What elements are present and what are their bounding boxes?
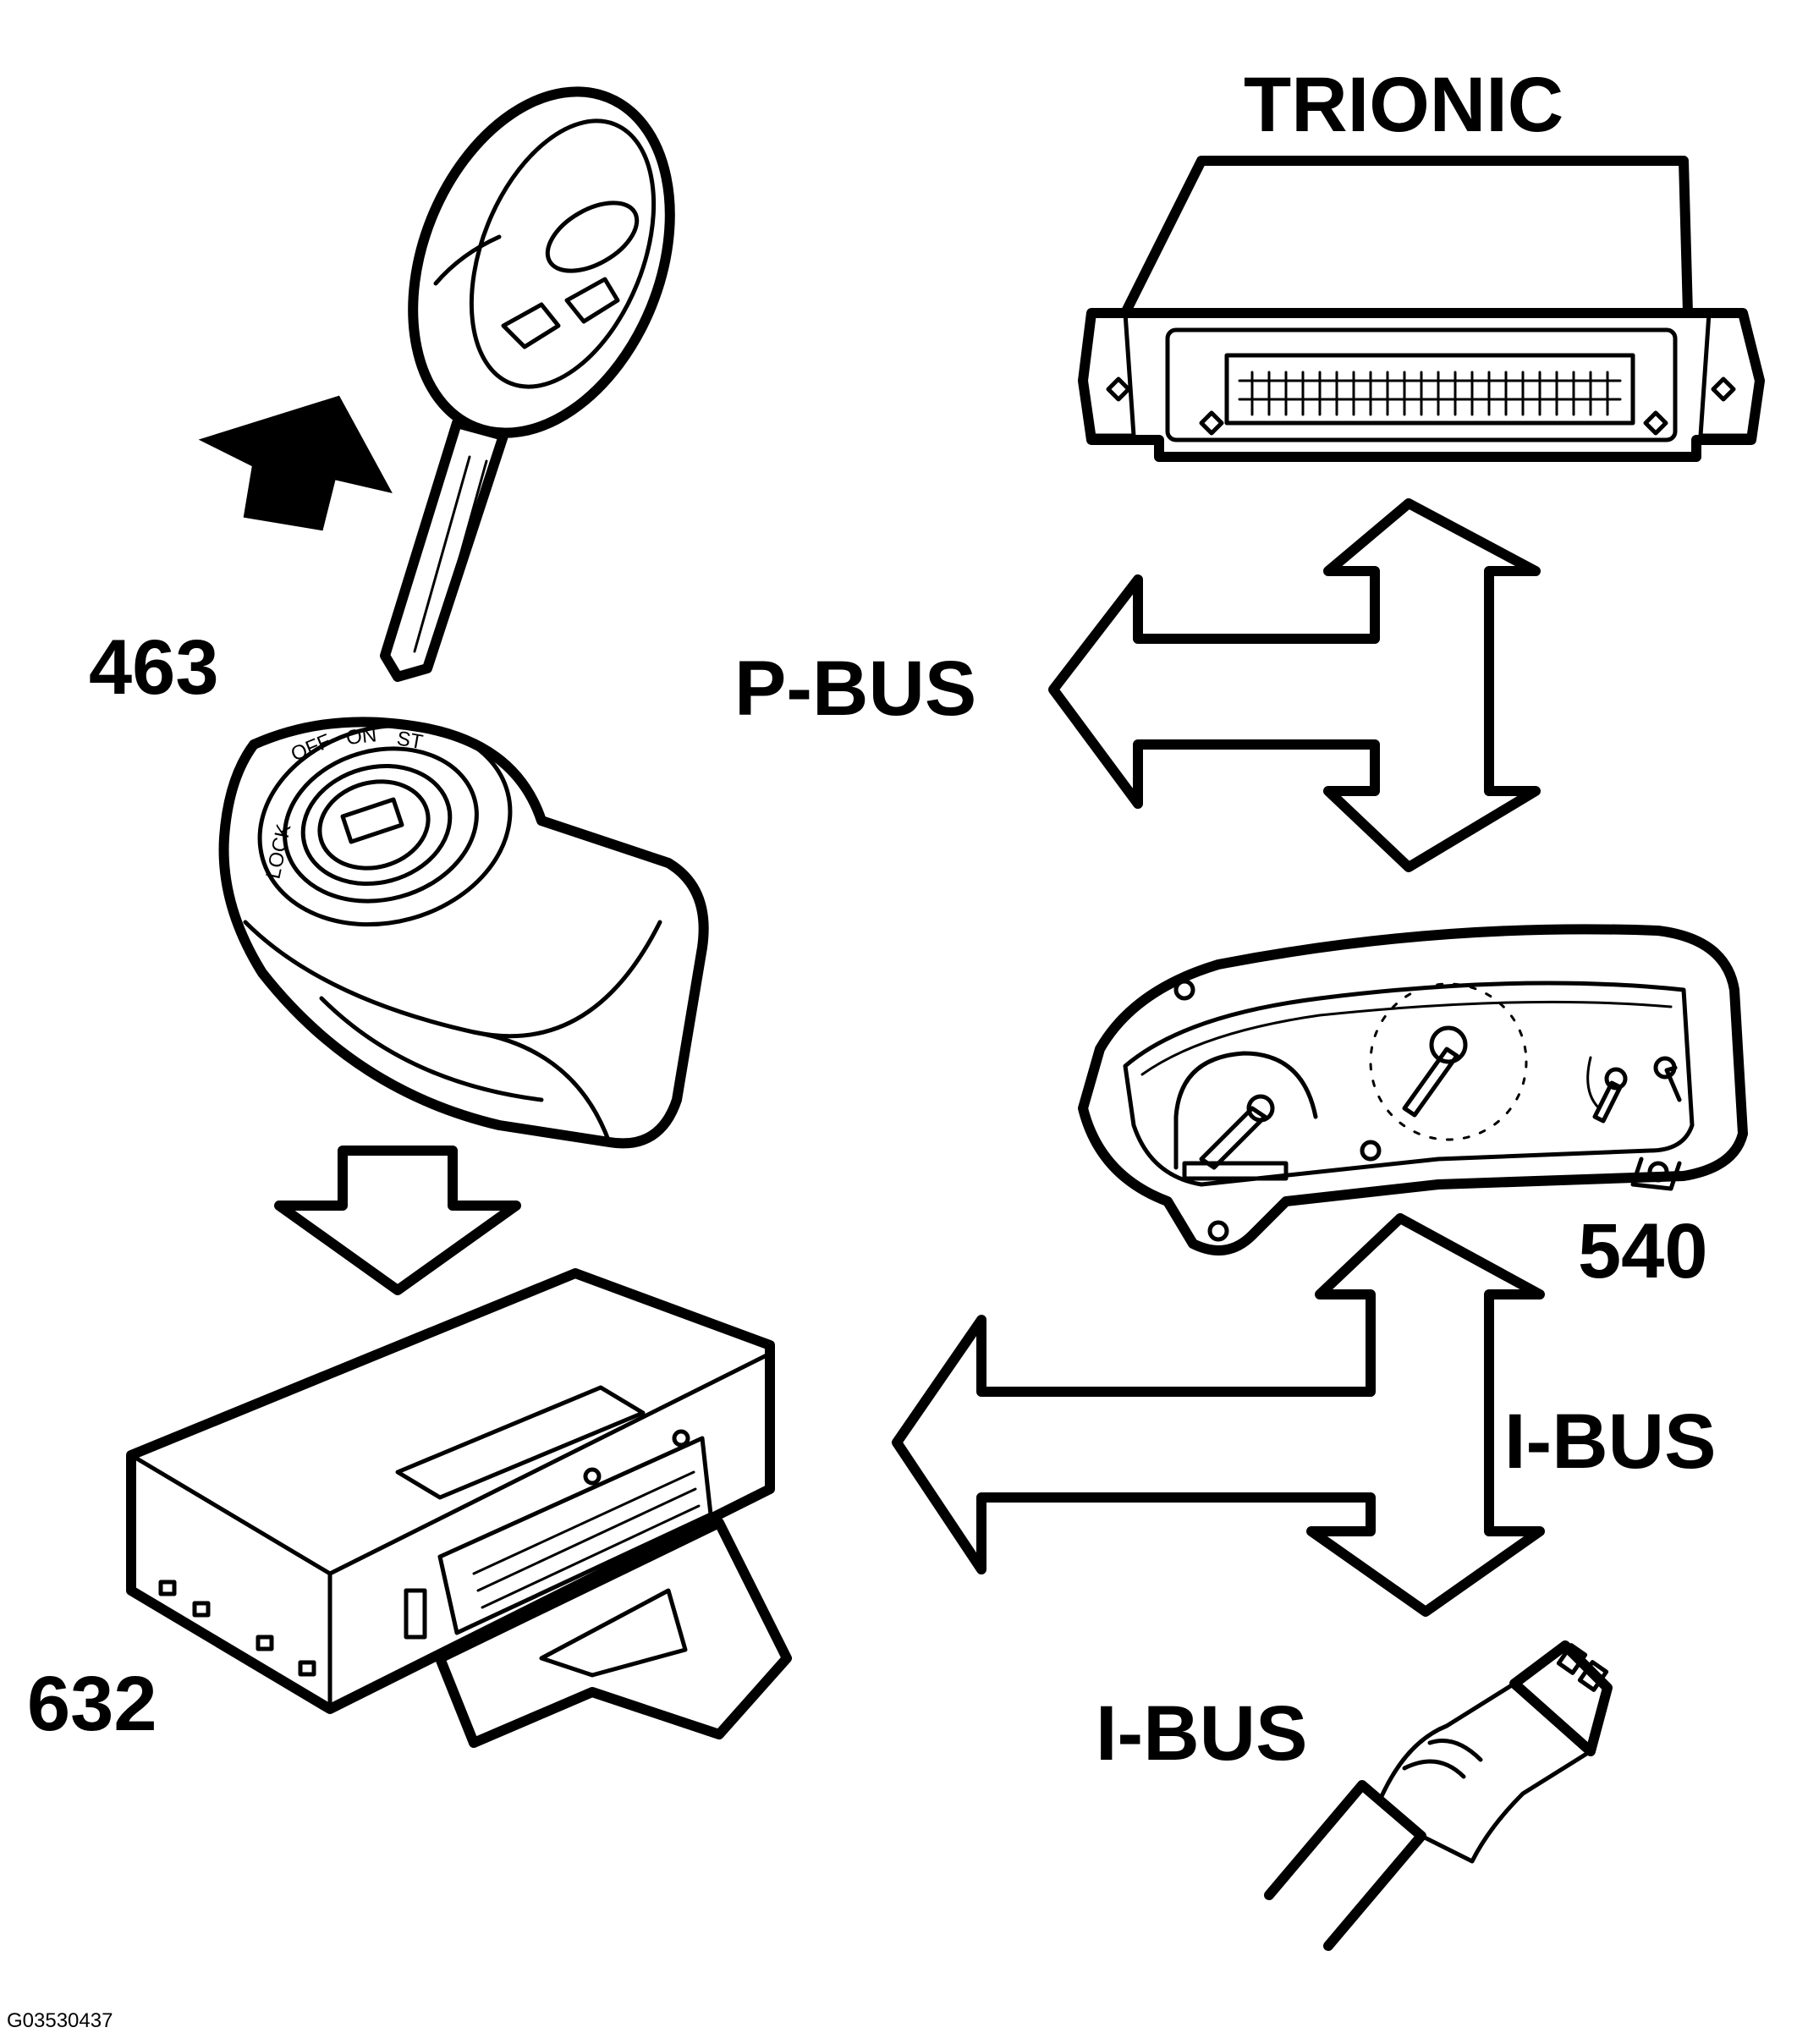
switch-on-marking: ON bbox=[345, 723, 378, 750]
connector-pins bbox=[1250, 371, 1609, 416]
switch-st-marking: ST bbox=[395, 727, 425, 754]
key-illustration bbox=[380, 86, 675, 682]
trionic-label: TRIONIC bbox=[1244, 62, 1563, 148]
i-bus-label-bottom: I-BUS bbox=[1096, 1690, 1307, 1777]
figure-code: G03530437 bbox=[7, 2009, 113, 2032]
down-arrow bbox=[274, 1146, 521, 1295]
p-bus-label: P-BUS bbox=[734, 646, 976, 732]
part-number-632: 632 bbox=[27, 1661, 157, 1747]
p-bus-arrow bbox=[1048, 498, 1541, 872]
part-number-463: 463 bbox=[89, 624, 219, 711]
instrument-cluster-540 bbox=[1078, 924, 1748, 1256]
ignition-switch-463: LOCK OFF ON ST bbox=[218, 717, 709, 1149]
i-bus-connector bbox=[1264, 1640, 1613, 1951]
i-bus-label-right: I-BUS bbox=[1504, 1398, 1716, 1485]
control-module-632 bbox=[126, 1268, 792, 1748]
trionic-ecu bbox=[1078, 156, 1765, 462]
part-number-540: 540 bbox=[1578, 1208, 1708, 1294]
i-bus-arrow bbox=[892, 1213, 1545, 1617]
insert-direction-arrow bbox=[198, 395, 393, 531]
